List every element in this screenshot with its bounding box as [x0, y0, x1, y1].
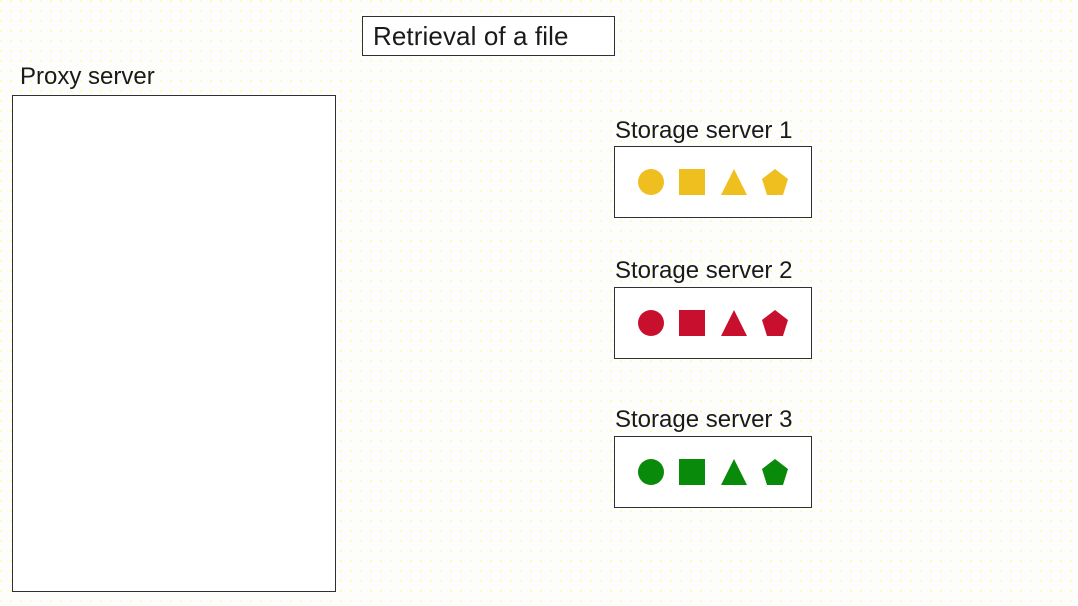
pentagon-icon	[762, 169, 789, 195]
proxy-server-label: Proxy server	[20, 63, 155, 90]
proxy-server-box[interactable]	[12, 95, 336, 592]
storage-server-2-shapes	[615, 288, 811, 358]
storage-server-3-box[interactable]	[614, 436, 812, 508]
storage-server-3-label: Storage server 3	[615, 406, 793, 433]
storage-server-1-box[interactable]	[614, 146, 812, 218]
diagram-title-box: Retrieval of a file	[362, 16, 615, 56]
square-icon	[679, 459, 706, 485]
storage-server-2-label: Storage server 2	[615, 257, 793, 284]
storage-server-2-box[interactable]	[614, 287, 812, 359]
storage-server-3-shapes	[615, 437, 811, 507]
square-icon	[679, 310, 706, 336]
circle-icon	[637, 459, 664, 485]
storage-server-1-shapes	[615, 147, 811, 217]
circle-icon	[637, 310, 664, 336]
diagram-title-text: Retrieval of a file	[373, 21, 569, 51]
storage-server-1-label: Storage server 1	[615, 117, 793, 144]
triangle-icon	[720, 310, 747, 336]
pentagon-icon	[762, 310, 789, 336]
square-icon	[679, 169, 706, 195]
triangle-icon	[720, 169, 747, 195]
circle-icon	[637, 169, 664, 195]
pentagon-icon	[762, 459, 789, 485]
triangle-icon	[720, 459, 747, 485]
